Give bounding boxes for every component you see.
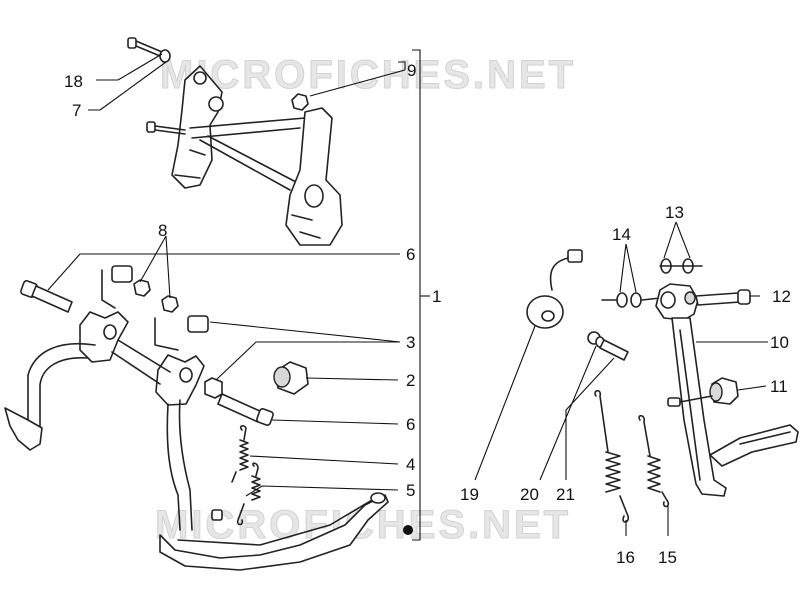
washer-14a-part xyxy=(616,292,628,308)
bolt-6-upper-part xyxy=(20,280,73,313)
callout-6-lower: 6 xyxy=(406,415,415,434)
callout-13: 13 xyxy=(665,203,684,222)
callout-8: 8 xyxy=(158,221,167,240)
reference-dot xyxy=(403,525,413,535)
callout-4: 4 xyxy=(406,455,415,474)
spring-5-part xyxy=(236,462,261,526)
spring-15-part xyxy=(638,414,670,508)
nut-9-part xyxy=(291,93,309,111)
right-bracket-plate xyxy=(285,107,343,246)
side-stand-leg-10-part xyxy=(671,317,727,497)
callout-7: 7 xyxy=(72,101,81,120)
callout-9: 9 xyxy=(407,61,416,80)
bolt-6-lower-part xyxy=(217,393,263,423)
callout-1: 1 xyxy=(432,287,441,306)
callout-20: 20 xyxy=(520,485,539,504)
top-bracket-assembly xyxy=(127,37,343,246)
spring-16-part xyxy=(594,389,630,523)
main-center-stand xyxy=(4,265,413,571)
callout-6-upper: 6 xyxy=(406,245,415,264)
watermark-top: MICROFICHES.NET xyxy=(160,53,576,97)
callout-16: 16 xyxy=(616,548,635,567)
callout-10: 10 xyxy=(770,333,789,352)
callout-18: 18 xyxy=(64,72,83,91)
callout-3: 3 xyxy=(406,333,415,352)
side-stand-assembly xyxy=(526,249,799,523)
bushing-8b-part xyxy=(187,315,209,333)
callout-14: 14 xyxy=(612,225,631,244)
callout-12: 12 xyxy=(772,287,791,306)
callout-19: 19 xyxy=(460,485,479,504)
bolt-12-part xyxy=(695,292,741,306)
callout-5: 5 xyxy=(406,481,415,500)
bolt-18-part xyxy=(127,37,163,57)
sensor-switch-19-part xyxy=(526,249,583,329)
spring-4-part xyxy=(231,425,249,483)
bushing-8a-part xyxy=(111,265,133,283)
callout-21: 21 xyxy=(556,485,575,504)
leader-lines xyxy=(47,49,768,541)
bolt-20-part xyxy=(587,331,629,361)
washer-7-part xyxy=(159,49,171,63)
callout-15: 15 xyxy=(658,548,677,567)
callout-2: 2 xyxy=(406,371,415,390)
callout-11: 11 xyxy=(770,377,788,396)
washer-14b-part xyxy=(630,292,642,308)
